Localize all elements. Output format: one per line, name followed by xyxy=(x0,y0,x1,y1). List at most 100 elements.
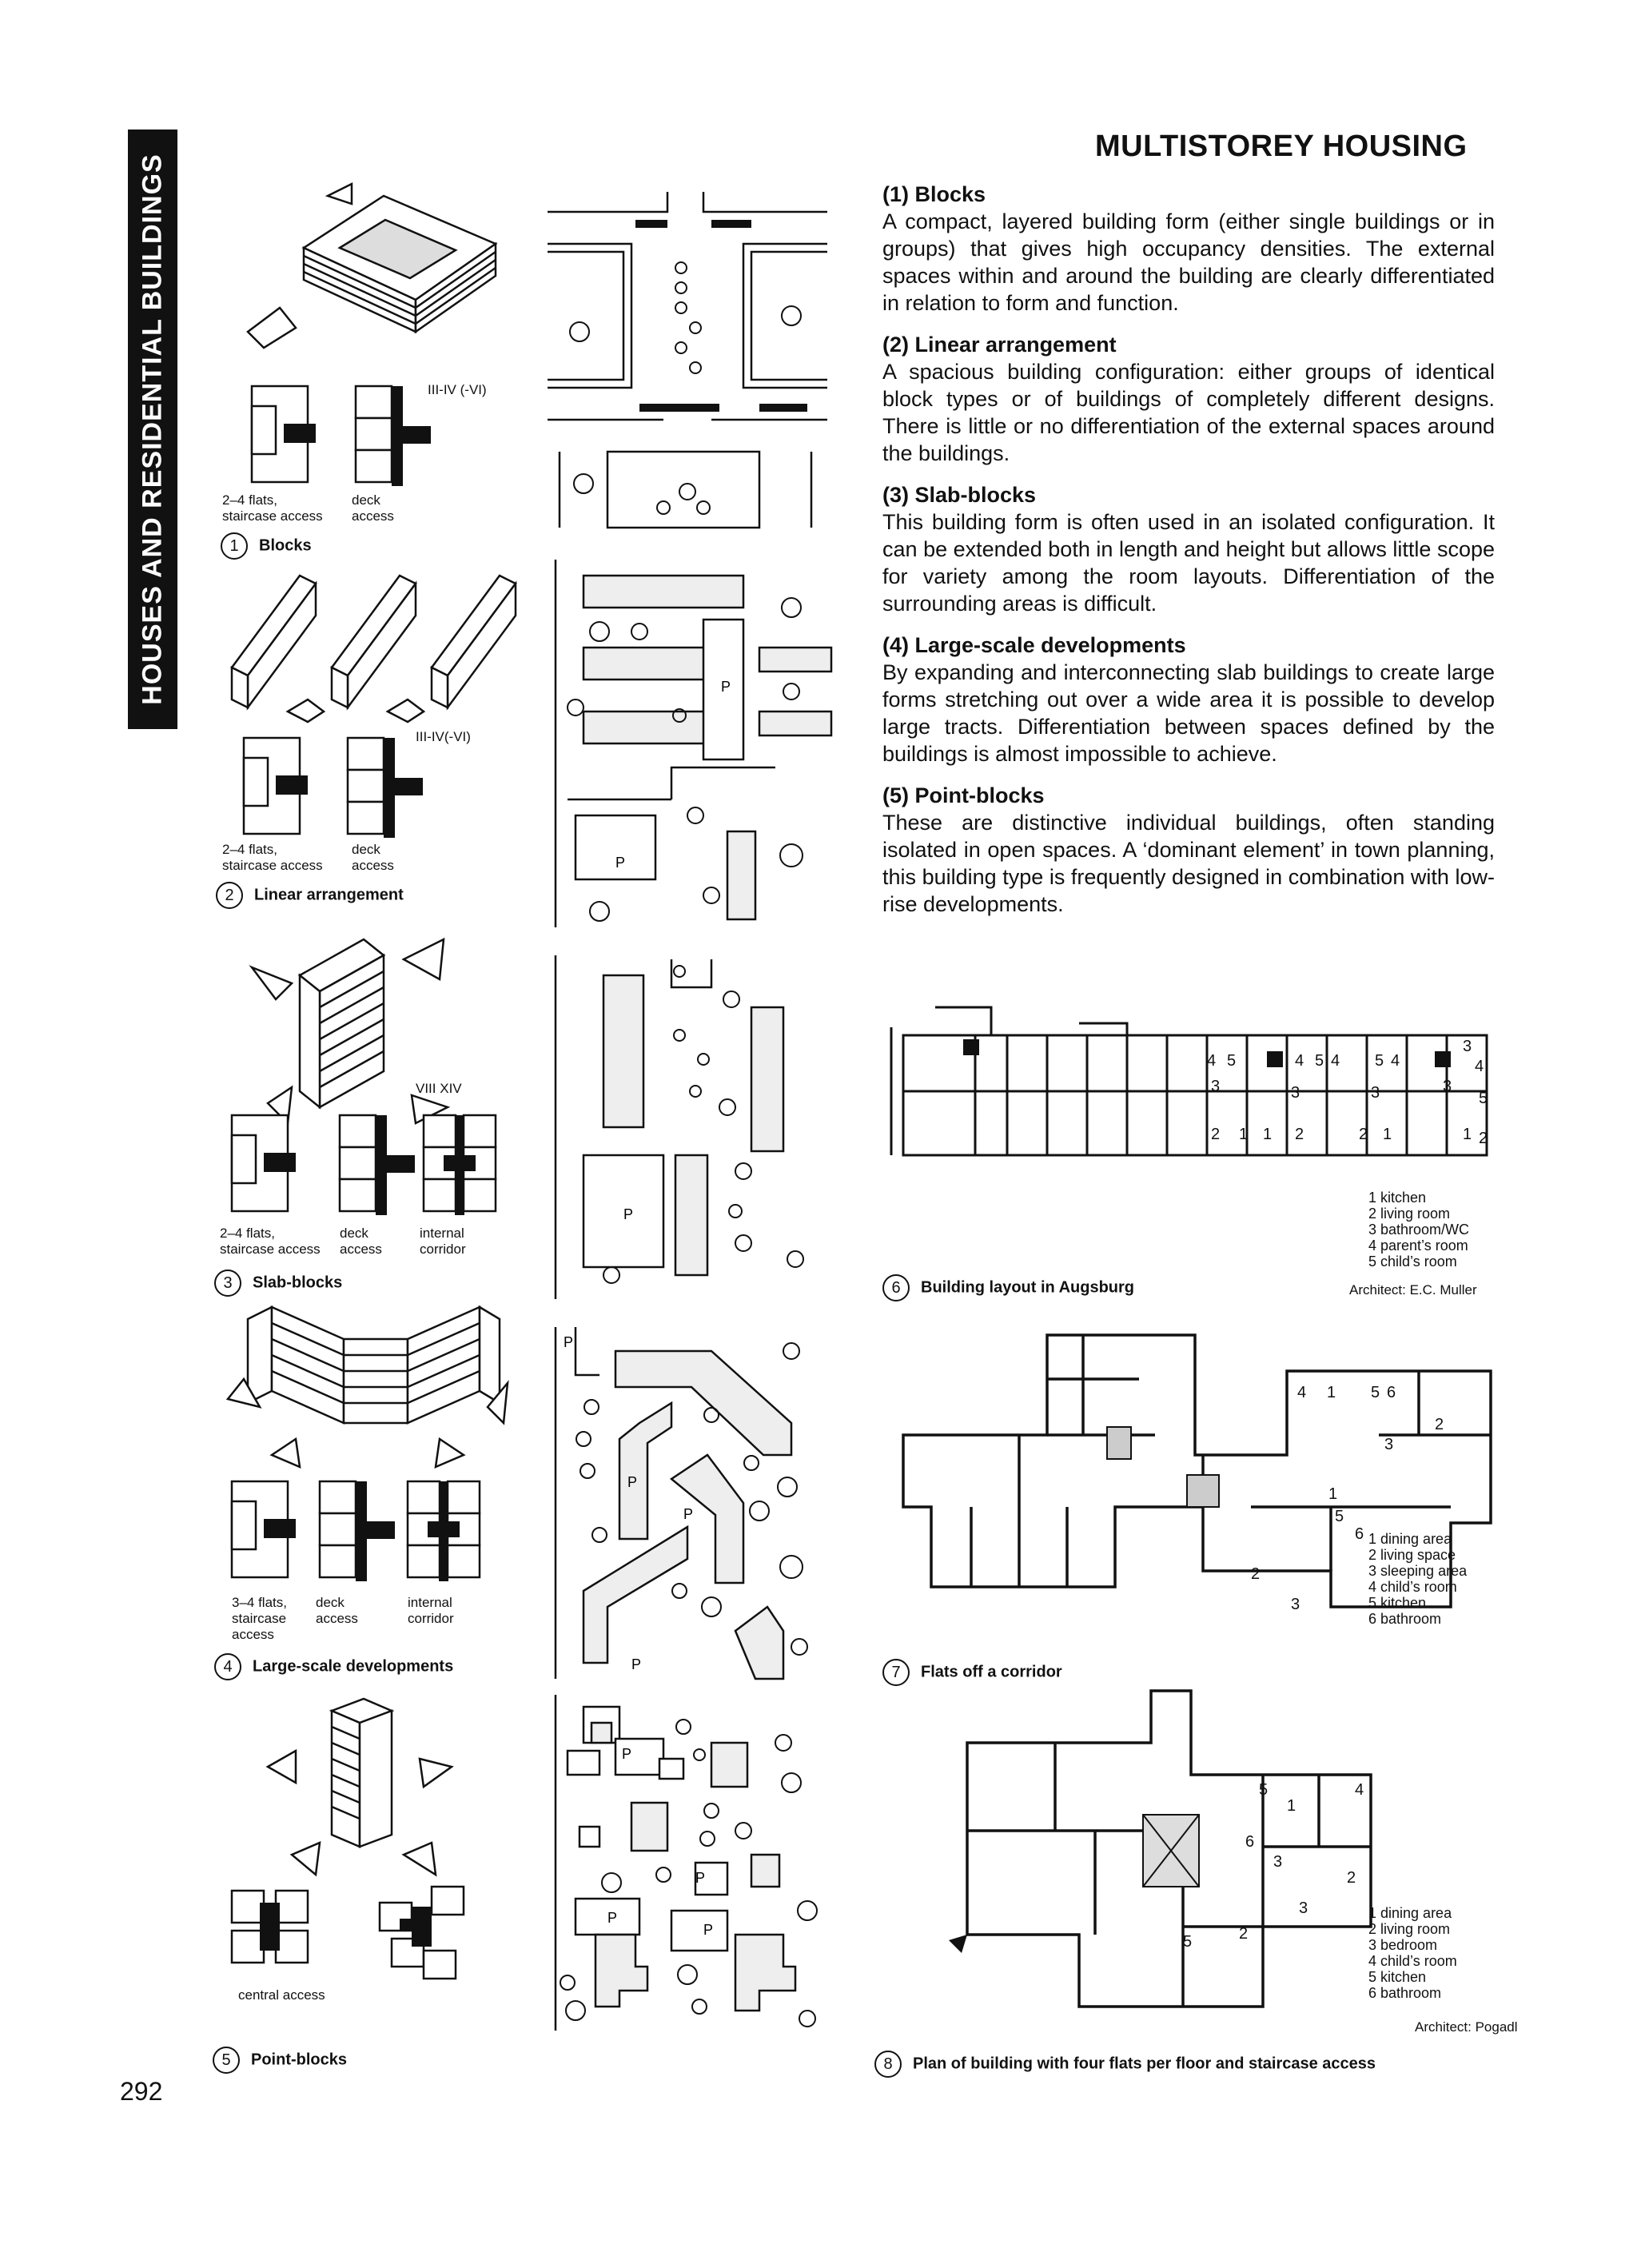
section-heading: (1) Blocks xyxy=(882,182,986,206)
svg-text:1: 1 xyxy=(1383,1126,1392,1143)
section-linear: (2) Linear arrangement A spacious buildi… xyxy=(882,331,1495,467)
svg-text:6: 6 xyxy=(1355,1525,1364,1543)
section-heading: (5) Point-blocks xyxy=(882,783,1045,807)
figure-4-plan-staircase xyxy=(230,1480,296,1579)
svg-text:2: 2 xyxy=(1435,1416,1444,1433)
site-plan-blocks xyxy=(548,192,827,529)
figure-3-slab-drawing xyxy=(249,937,451,1126)
svg-text:5: 5 xyxy=(1227,1052,1236,1070)
parking-label: P xyxy=(622,1746,631,1762)
figure-3-plan-corridor xyxy=(422,1114,497,1215)
entrance-arrow-icon xyxy=(935,1935,967,1967)
site-plan-linear: P P xyxy=(554,560,833,927)
figure-1-block-drawing xyxy=(246,181,498,349)
svg-text:3: 3 xyxy=(1463,1038,1472,1055)
svg-text:4: 4 xyxy=(1207,1052,1216,1070)
svg-text:2: 2 xyxy=(1251,1565,1260,1583)
svg-text:1: 1 xyxy=(1328,1485,1337,1503)
svg-text:4: 4 xyxy=(1355,1781,1364,1799)
svg-text:5: 5 xyxy=(1315,1052,1324,1070)
figure-5-plan-a xyxy=(230,1889,309,1964)
section-slab: (3) Slab-blocks This building form is of… xyxy=(882,481,1495,617)
site-plan-slab: P xyxy=(554,955,804,1299)
page-number: 292 xyxy=(120,2077,163,2106)
section-body: A compact, layered building form (either… xyxy=(882,209,1495,315)
site-plan-point: P P P P xyxy=(554,1695,818,2031)
svg-text:3: 3 xyxy=(1443,1078,1452,1095)
section-heading: (3) Slab-blocks xyxy=(882,483,1037,507)
section-point: (5) Point-blocks These are distinctive i… xyxy=(882,782,1495,918)
figure-1-plan-staircase xyxy=(250,385,316,484)
parking-label: P xyxy=(623,1206,633,1222)
svg-text:5: 5 xyxy=(1371,1384,1380,1401)
figure-5-plan-b xyxy=(378,1885,465,1980)
svg-text:2: 2 xyxy=(1359,1126,1368,1143)
parking-label: P xyxy=(564,1334,573,1350)
figure-5-label-a: central access xyxy=(238,1987,325,2003)
figure-2-linear-drawing xyxy=(230,574,517,723)
svg-text:4: 4 xyxy=(1475,1058,1484,1075)
svg-text:3: 3 xyxy=(1371,1084,1380,1102)
figure-3-plan-staircase xyxy=(230,1114,296,1213)
figure-3-label-a: 2–4 flats,staircase access xyxy=(220,1226,321,1257)
figure-2-plan-deck xyxy=(346,736,423,838)
svg-text:3: 3 xyxy=(1211,1078,1220,1095)
figure-5-point-drawing xyxy=(265,1697,454,1877)
svg-text:2: 2 xyxy=(1239,1925,1248,1943)
figure-3-storeys: VIII XIV xyxy=(416,1081,462,1096)
parking-label: P xyxy=(683,1506,693,1522)
svg-text:1: 1 xyxy=(1287,1797,1296,1815)
parking-label: P xyxy=(627,1474,637,1490)
svg-text:1: 1 xyxy=(1463,1126,1472,1143)
svg-text:6: 6 xyxy=(1387,1384,1396,1401)
svg-text:3: 3 xyxy=(1299,1899,1308,1917)
svg-text:2: 2 xyxy=(1295,1126,1304,1143)
svg-text:3: 3 xyxy=(1291,1596,1300,1613)
sidebar-label: HOUSES AND RESIDENTIAL BUILDINGS xyxy=(137,153,168,705)
svg-text:1: 1 xyxy=(1263,1126,1272,1143)
section-body: These are distinctive individual buildin… xyxy=(882,811,1495,916)
svg-text:4: 4 xyxy=(1295,1052,1304,1070)
svg-text:6: 6 xyxy=(1245,1833,1254,1851)
section-sidebar: HOUSES AND RESIDENTIAL BUILDINGS xyxy=(128,130,177,729)
svg-text:5: 5 xyxy=(1335,1508,1344,1525)
figure-2-label-a: 2–4 flats,staircase access xyxy=(222,842,323,873)
svg-text:4: 4 xyxy=(1391,1052,1400,1070)
svg-text:1: 1 xyxy=(1327,1384,1336,1401)
page-title: MULTISTOREY HOUSING xyxy=(1095,130,1468,163)
parking-label: P xyxy=(695,1870,705,1886)
parking-label: P xyxy=(607,1910,617,1926)
figure-4-large-scale-drawing xyxy=(225,1305,509,1469)
figure-1-storeys: III-IV (-VI) xyxy=(428,382,487,397)
figure-1-plan-deck xyxy=(354,385,431,486)
svg-text:2: 2 xyxy=(1211,1126,1220,1143)
svg-text:4: 4 xyxy=(1331,1052,1340,1070)
parking-label: P xyxy=(615,855,625,871)
section-body: A spacious building configuration: eithe… xyxy=(882,360,1495,465)
svg-text:2: 2 xyxy=(1347,1869,1356,1887)
figure-3-plan-deck xyxy=(338,1114,415,1215)
svg-text:5: 5 xyxy=(1375,1052,1384,1070)
parking-label: P xyxy=(721,679,731,695)
svg-text:3: 3 xyxy=(1384,1436,1393,1453)
section-heading: (2) Linear arrangement xyxy=(882,333,1117,357)
figure-2-plan-staircase xyxy=(242,736,308,835)
figure-4-plan-deck xyxy=(318,1480,395,1581)
section-body: This building form is often used in an i… xyxy=(882,510,1495,616)
figure-6-architect: Architect: E.C. Muller xyxy=(1349,1282,1477,1297)
